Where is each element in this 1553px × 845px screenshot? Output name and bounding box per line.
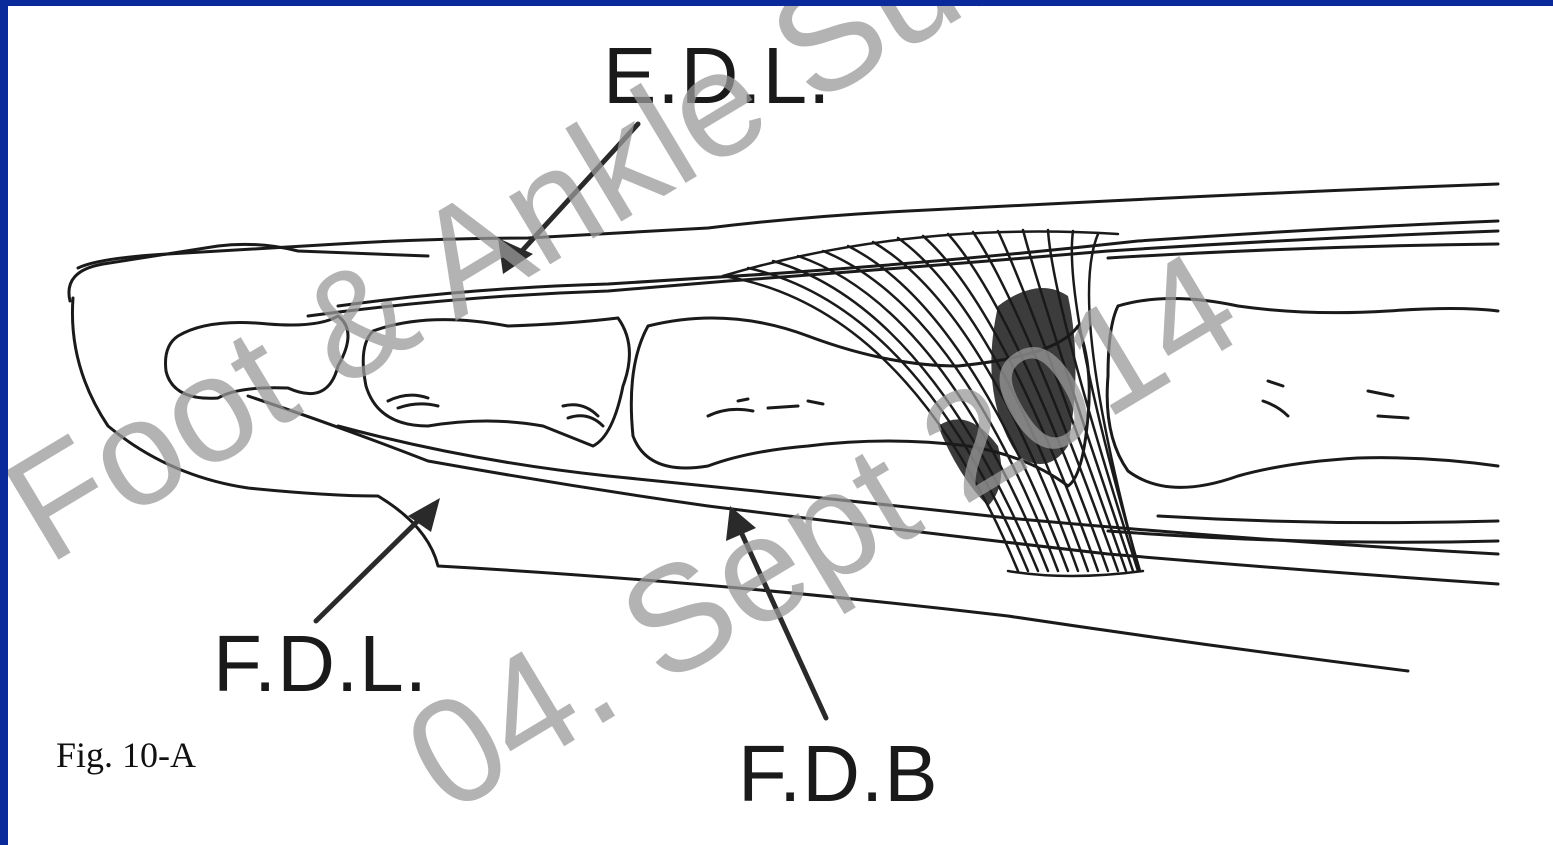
fdl-label: F.D.L.: [213, 624, 428, 704]
fdb-tendon: [338, 426, 1498, 554]
fdl-pointer-arrow: [316, 506, 433, 621]
metatarsal-head: [1107, 299, 1498, 488]
fdb-pointer-arrow: [736, 521, 826, 718]
toe-anatomy-drawing: [8, 6, 1553, 845]
edl-pointer-arrow: [510, 124, 638, 264]
fdb-label: F.D.B: [738, 734, 939, 814]
extensor-sling: [723, 230, 1143, 576]
figure-caption: Fig. 10-A: [56, 734, 196, 776]
figure-panel: E.D.L. F.D.L. F.D.B Fig. 10-A Foot & Ank…: [8, 6, 1553, 845]
toe-dorsal-outline: [78, 184, 1498, 268]
toenail: [69, 244, 428, 301]
distal-phalanx: [166, 316, 349, 398]
edl-label: E.D.L.: [603, 36, 831, 116]
middle-phalanx: [363, 318, 629, 446]
